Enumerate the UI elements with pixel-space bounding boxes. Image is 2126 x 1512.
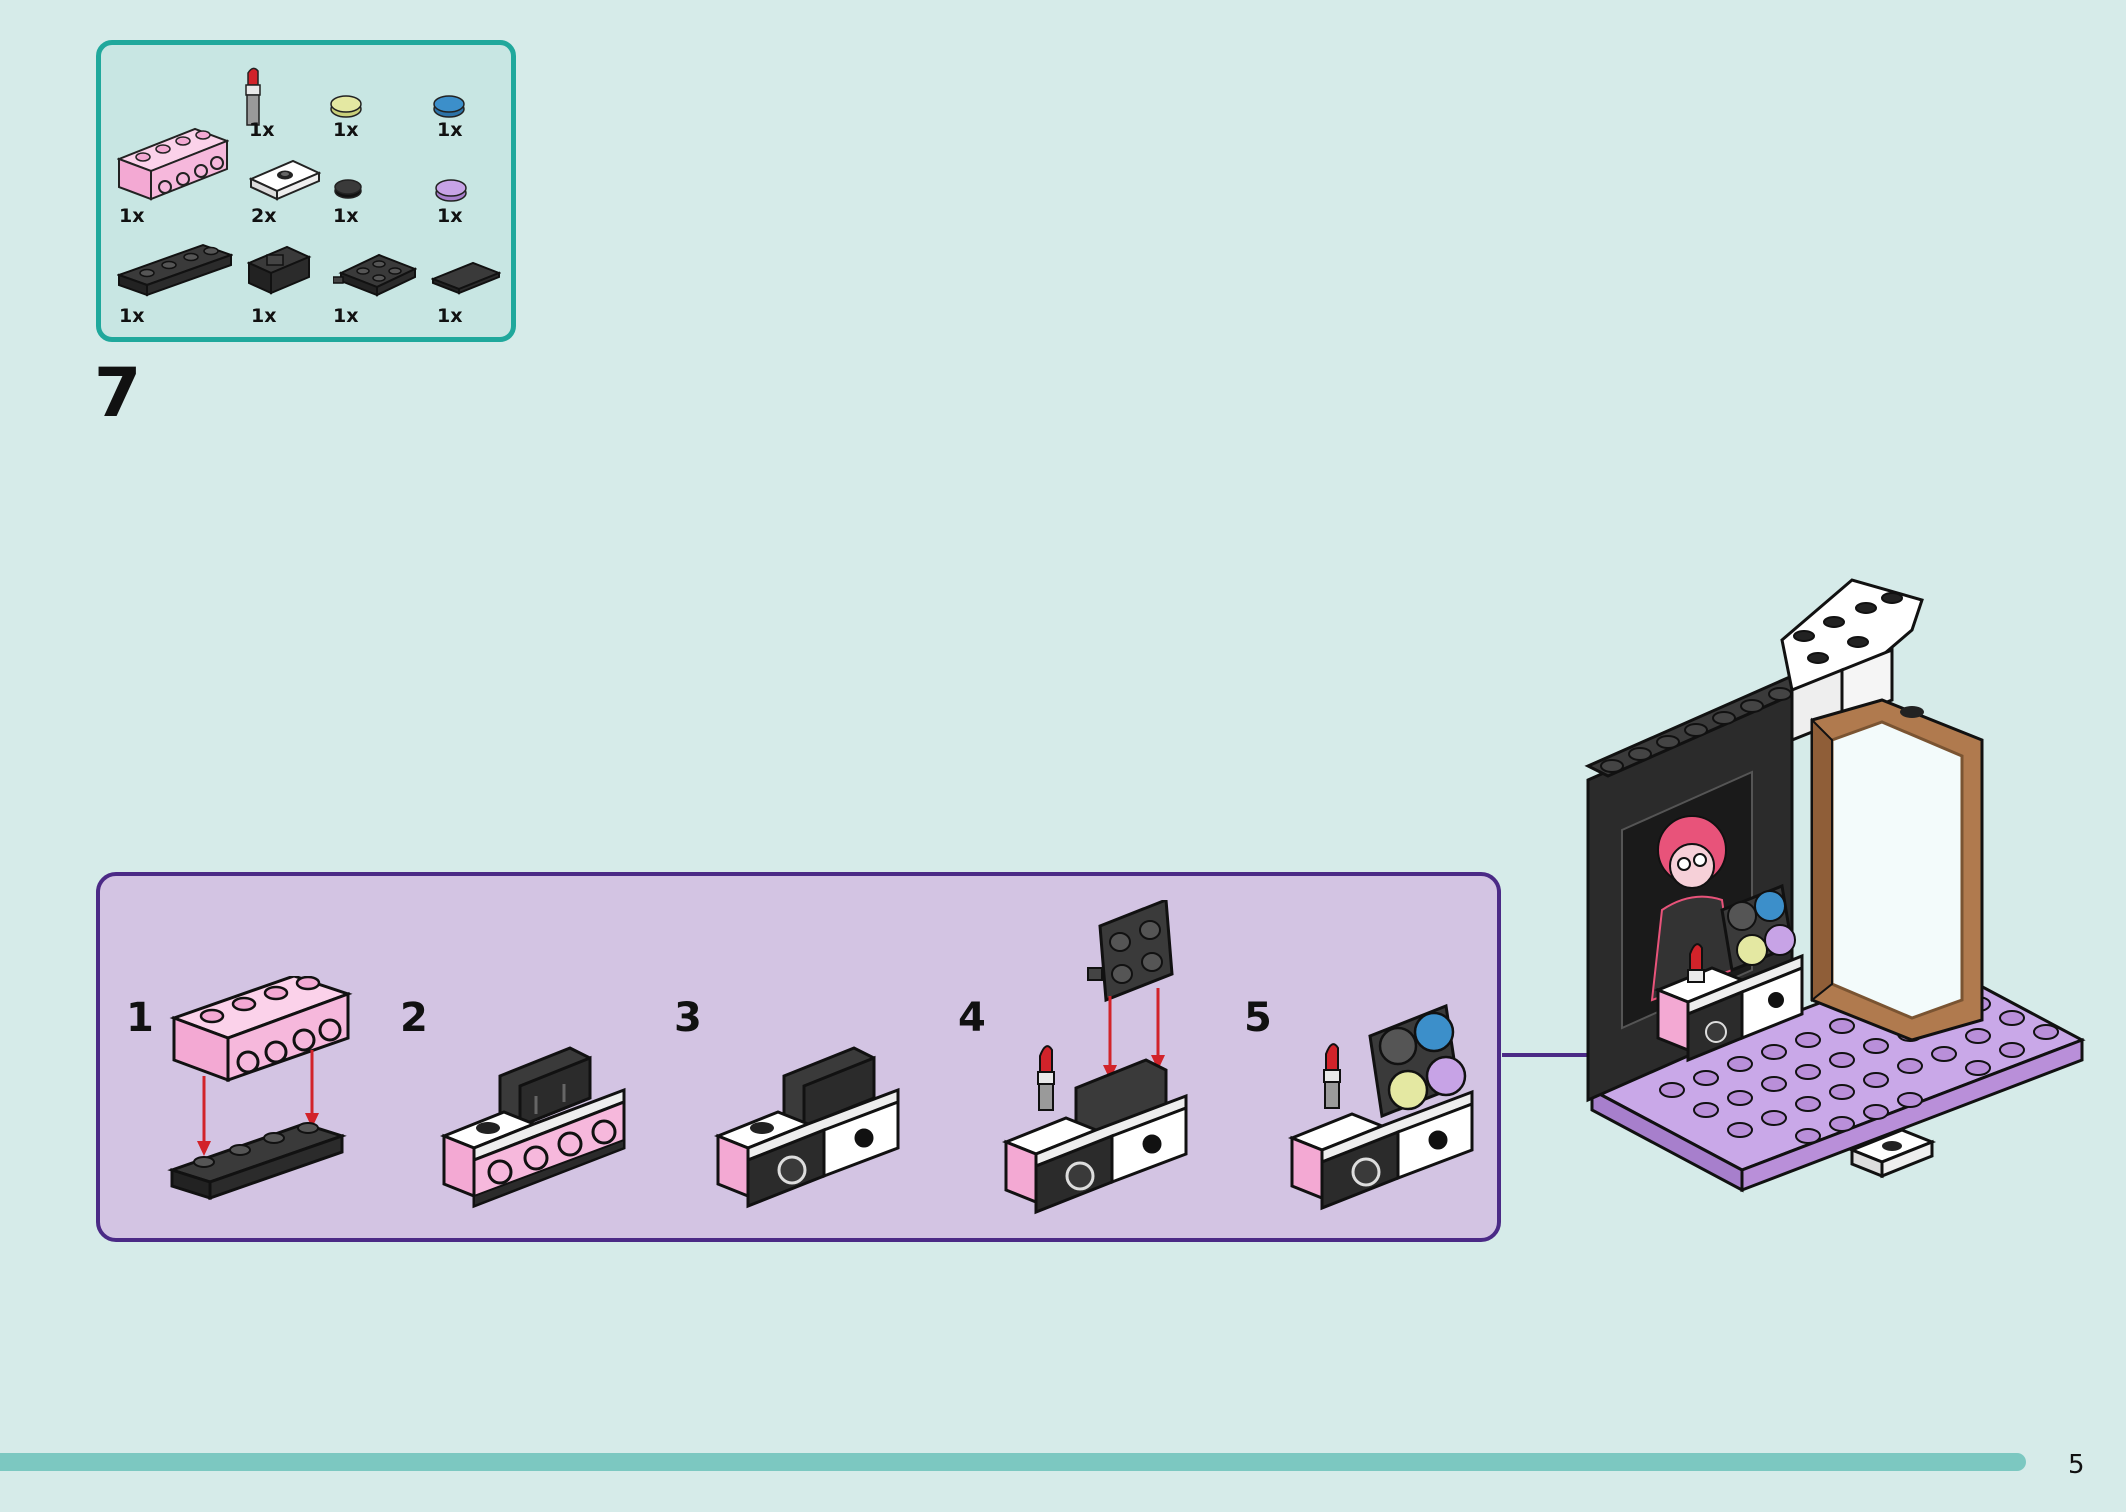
mirror — [1810, 698, 1984, 1042]
qty-pink-brick: 1x — [119, 205, 145, 227]
substep-5-illustration — [1287, 1003, 1474, 1211]
black-round-tile-part — [334, 179, 362, 199]
lipstick-attach — [1037, 1045, 1055, 1111]
qty-white-jumper: 2x — [251, 205, 277, 227]
qty-black-1x2-tile: 1x — [437, 305, 463, 327]
substeps-panel: 1 2 3 4 5 — [96, 872, 1501, 1242]
step-number: 7 — [94, 354, 142, 433]
lipstick-part — [245, 67, 261, 126]
lavender-baseplate — [1588, 958, 2086, 1193]
substep-number-3: 3 — [674, 995, 702, 1041]
qty-black-1x4-plate: 1x — [119, 305, 145, 327]
yellow-round-tile-part — [330, 95, 362, 118]
blue-round-tile-part — [433, 95, 465, 118]
qty-lipstick: 1x — [249, 119, 275, 141]
vanity — [1653, 883, 1804, 1063]
substep-1-illustration — [167, 976, 353, 1201]
substep-3-illustration — [714, 1046, 900, 1209]
final-model-illustration — [1584, 578, 2086, 1193]
lipstick-5 — [1323, 1043, 1341, 1109]
black-plate-1 — [167, 1122, 347, 1201]
black-2x2-plate-attach — [1087, 900, 1174, 1003]
qty-blue-tile: 1x — [437, 119, 463, 141]
lavender-round-tile-part — [435, 179, 467, 202]
substep-number-1: 1 — [126, 995, 154, 1041]
qty-black-2x2-plate: 1x — [333, 305, 359, 327]
substep-number-5: 5 — [1244, 995, 1272, 1041]
substep-number-4: 4 — [958, 995, 986, 1041]
pink-1x4-brick-part — [117, 127, 229, 201]
white-jumper-plate-part — [249, 159, 321, 201]
progress-bar — [0, 1453, 2026, 1471]
qty-yellow-tile: 1x — [333, 119, 359, 141]
black-hinge-part — [247, 245, 312, 295]
black-1x4-plate-part — [117, 243, 233, 297]
qty-lavender-tile: 1x — [437, 205, 463, 227]
black-2x2-plate-with-pin-part — [333, 253, 417, 297]
qty-black-tile: 1x — [333, 205, 359, 227]
substep-2-illustration — [440, 1046, 626, 1209]
black-1x2-tile-part — [431, 261, 501, 295]
parts-list-callout: 1x 1x 1x 1x 2x 1x 1x — [96, 40, 516, 342]
pink-brick-1 — [169, 976, 353, 1083]
page-number: 5 — [2068, 1450, 2085, 1480]
substep-4-illustration — [1001, 900, 1188, 1215]
qty-black-hinge: 1x — [251, 305, 277, 327]
substep-number-2: 2 — [400, 995, 428, 1041]
